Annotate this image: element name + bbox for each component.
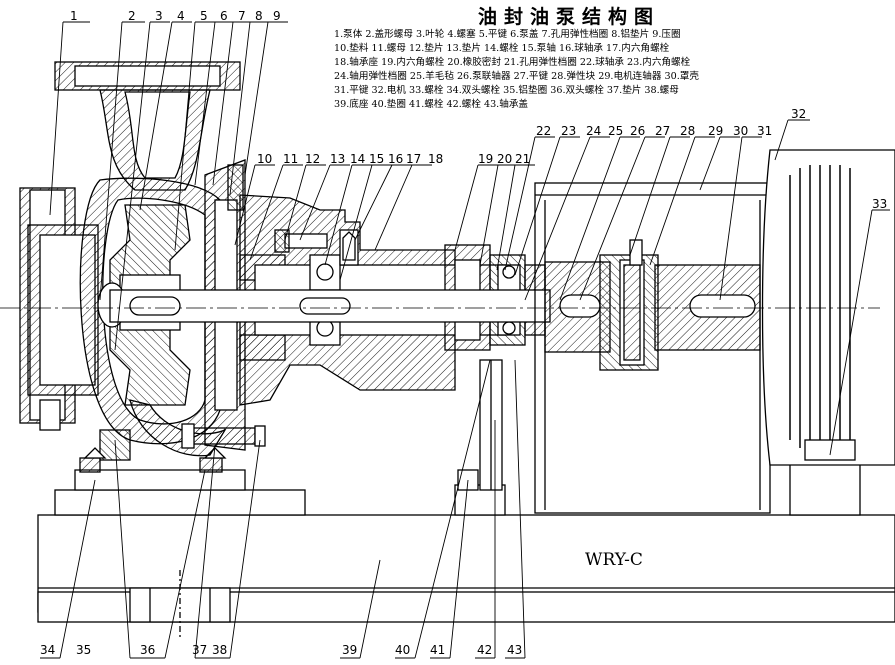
legend-line: 24.轴用弹性档圈 25.羊毛毡 26.泵联轴器 27.平键 28.弹性块 29… [334, 71, 699, 83]
callout-26: 26 [630, 124, 645, 138]
callout-43: 43 [507, 643, 522, 657]
coupling-guard [534, 182, 771, 514]
parts-legend: 1.泵体 2.盖形螺母 3.叶轮 4.螺塞 5.平键 6.泵盖 7.孔用弹性档圈… [334, 28, 699, 113]
callout-31: 31 [757, 124, 772, 138]
callout-13: 13 [330, 152, 345, 166]
callout-38: 38 [212, 643, 227, 657]
diagram-title: 油封油泵结构图 [478, 6, 661, 28]
callout-1: 1 [70, 9, 78, 23]
legend-line: 18.轴承座 19.内六角螺栓 20.橡胶密封 21.孔用弹性档圈 22.球轴承… [334, 57, 691, 69]
callout-16: 16 [388, 152, 403, 166]
callout-3: 3 [155, 9, 163, 23]
callout-34: 34 [40, 643, 55, 657]
callout-9: 9 [273, 9, 281, 23]
legend-line: 10.垫料 11.螺母 12.垫片 13.垫片 14.螺栓 15.泵轴 16.球… [334, 43, 670, 55]
model-label: WRY-C [585, 550, 643, 570]
leader-lines [40, 21, 890, 659]
callout-7: 7 [238, 9, 246, 23]
callout-40: 40 [395, 643, 410, 657]
callout-18: 18 [428, 152, 443, 166]
coupling [544, 239, 761, 371]
legend-line: 31.平键 32.电机 33.螺栓 34.双头螺栓 35.铝垫圈 36.双头螺栓… [334, 85, 679, 97]
callout-37: 37 [192, 643, 207, 657]
callout-10: 10 [257, 152, 272, 166]
callout-14: 14 [350, 152, 365, 166]
callout-27: 27 [655, 124, 670, 138]
callout-2: 2 [128, 9, 136, 23]
pump-shaft [109, 289, 551, 323]
callout-36: 36 [140, 643, 155, 657]
callout-8: 8 [255, 9, 263, 23]
callout-23: 23 [561, 124, 576, 138]
callout-5: 5 [200, 9, 208, 23]
pump-casing [19, 61, 241, 457]
callout-41: 41 [430, 643, 445, 657]
callout-28: 28 [680, 124, 695, 138]
callout-33: 33 [872, 197, 887, 211]
callout-12: 12 [305, 152, 320, 166]
legend-line: 1.泵体 2.盖形螺母 3.叶轮 4.螺塞 5.平键 6.泵盖 7.孔用弹性档圈… [334, 29, 681, 40]
callout-21: 21 [515, 152, 530, 166]
callout-6: 6 [220, 9, 228, 23]
callout-20: 20 [497, 152, 512, 166]
callout-22: 22 [536, 124, 551, 138]
callout-35: 35 [76, 643, 91, 657]
callout-25: 25 [608, 124, 623, 138]
callout-4: 4 [177, 9, 185, 23]
legend-line: 39.底座 40.垫圈 41.螺栓 42.螺栓 43.轴承盖 [334, 99, 529, 111]
callout-15: 15 [369, 152, 384, 166]
callout-42: 42 [477, 643, 492, 657]
base [37, 454, 895, 640]
callout-11: 11 [283, 152, 298, 166]
callout-17: 17 [406, 152, 421, 166]
callout-29: 29 [708, 124, 723, 138]
callout-30: 30 [733, 124, 748, 138]
callout-32: 32 [791, 107, 806, 121]
bolts [39, 359, 503, 491]
callout-39: 39 [342, 643, 357, 657]
callout-19: 19 [478, 152, 493, 166]
callouts: 1 2 3 4 5 6 7 8 9 10 11 12 13 14 15 16 1… [40, 9, 887, 657]
motor [761, 149, 895, 466]
callout-24: 24 [586, 124, 601, 138]
